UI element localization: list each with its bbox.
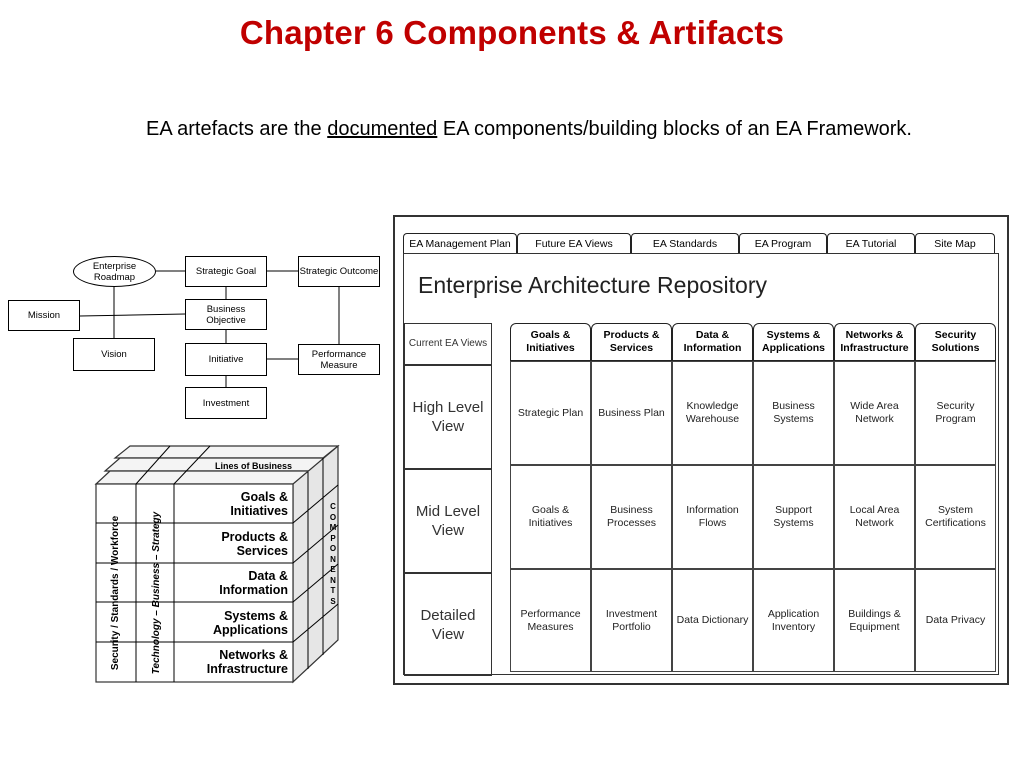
cube-left-side-label: Security / Standards / Workforce bbox=[110, 515, 121, 671]
flow-connectors bbox=[79, 270, 340, 387]
subtitle-post: EA components/building blocks of an EA F… bbox=[437, 118, 912, 140]
slide-title: Chapter 6 Components & Artifacts bbox=[239, 14, 785, 51]
cube-row-4: Systems & Applications bbox=[212, 609, 288, 637]
col-networks-infrastructure[interactable]: Networks & Infrastructure bbox=[834, 323, 915, 361]
tab-future-ea-views[interactable]: Future EA Views bbox=[517, 233, 631, 253]
col-goals-initiatives[interactable]: Goals & Initiatives bbox=[510, 323, 591, 361]
cube-top-label: Lines of Business bbox=[215, 461, 293, 471]
repo-cell[interactable]: Support Systems bbox=[753, 465, 834, 569]
cube-row-2: Products & Services bbox=[221, 530, 288, 558]
business-objective-node: Business Objective bbox=[185, 299, 267, 330]
initiative-node: Initiative bbox=[185, 343, 267, 376]
repo-cell[interactable]: Business Plan bbox=[591, 361, 672, 465]
repo-cell[interactable]: Application Inventory bbox=[753, 569, 834, 672]
repo-cell[interactable]: Wide Area Network bbox=[834, 361, 915, 465]
enterprise-roadmap-node: Enterprise Roadmap bbox=[73, 256, 156, 287]
repo-cell[interactable]: Data Dictionary bbox=[672, 569, 753, 672]
slide-subtitle: EA artefacts are the documented EA compo… bbox=[0, 118, 1024, 141]
cube-row-3: Data & Information bbox=[219, 569, 288, 597]
connector bbox=[79, 313, 186, 317]
ea-repository: EA Management Plan Future EA Views EA St… bbox=[393, 215, 1009, 685]
cube-middle-side-label: Technology – Business – Strategy bbox=[151, 511, 162, 675]
row-detailed-view[interactable]: Detailed View bbox=[404, 573, 492, 676]
repo-cell[interactable]: Data Privacy bbox=[915, 569, 996, 672]
repo-cell[interactable]: Strategic Plan bbox=[510, 361, 591, 465]
strategic-goal-node: Strategic Goal bbox=[185, 256, 267, 287]
tab-ea-standards[interactable]: EA Standards bbox=[631, 233, 739, 253]
repo-cell[interactable]: Knowledge Warehouse bbox=[672, 361, 753, 465]
strategic-outcome-node: Strategic Outcome bbox=[298, 256, 380, 287]
repo-cell[interactable]: Local Area Network bbox=[834, 465, 915, 569]
repo-cell[interactable]: Performance Measures bbox=[510, 569, 591, 672]
row-high-level-view[interactable]: High Level View bbox=[404, 365, 492, 469]
vision-node: Vision bbox=[73, 338, 155, 371]
repo-cell[interactable]: Information Flows bbox=[672, 465, 753, 569]
col-data-information[interactable]: Data & Information bbox=[672, 323, 753, 361]
tab-ea-program[interactable]: EA Program bbox=[739, 233, 827, 253]
col-systems-applications[interactable]: Systems & Applications bbox=[753, 323, 834, 361]
tab-ea-management-plan[interactable]: EA Management Plan bbox=[403, 233, 517, 253]
repository-title: Enterprise Architecture Repository bbox=[418, 272, 767, 298]
tab-site-map[interactable]: Site Map bbox=[915, 233, 995, 253]
mission-node: Mission bbox=[8, 300, 80, 331]
repo-cell[interactable]: Investment Portfolio bbox=[591, 569, 672, 672]
repo-cell[interactable]: Business Systems bbox=[753, 361, 834, 465]
current-ea-views-label: Current EA Views bbox=[404, 323, 492, 365]
col-products-services[interactable]: Products & Services bbox=[591, 323, 672, 361]
subtitle-pre: EA artefacts are the bbox=[146, 118, 328, 140]
subtitle-underlined: documented bbox=[327, 118, 438, 140]
repository-frame: Enterprise Architecture Repository Curre… bbox=[403, 253, 999, 676]
repo-cell[interactable]: Buildings & Equipment bbox=[834, 569, 915, 672]
repo-cell[interactable]: Security Program bbox=[915, 361, 996, 465]
row-mid-level-view[interactable]: Mid Level View bbox=[404, 469, 492, 573]
repo-cell[interactable]: System Certifications bbox=[915, 465, 996, 569]
performance-measure-node: Performance Measure bbox=[298, 344, 380, 375]
repo-cell[interactable]: Goals & Initiatives bbox=[510, 465, 591, 569]
cube-shape bbox=[94, 444, 340, 684]
investment-node: Investment bbox=[185, 387, 267, 419]
col-security-solutions[interactable]: Security Solutions bbox=[915, 323, 996, 361]
cube-row-5: Networks & Infrastructure bbox=[206, 648, 288, 676]
cube-components-label: COMPONENTS bbox=[329, 502, 337, 606]
tab-ea-tutorial[interactable]: EA Tutorial bbox=[827, 233, 915, 253]
repo-cell[interactable]: Business Processes bbox=[591, 465, 672, 569]
cube-row-1: Goals & Initiatives bbox=[230, 490, 288, 518]
